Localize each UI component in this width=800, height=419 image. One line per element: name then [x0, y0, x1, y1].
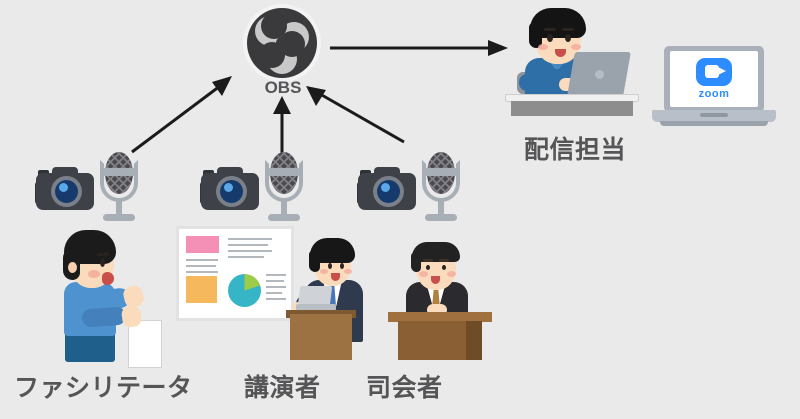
capture-set-center — [199, 152, 309, 230]
presentation-board-icon — [176, 226, 294, 321]
microphone-icon — [420, 152, 462, 224]
camera-icon — [356, 165, 418, 211]
zoom-laptop-node[interactable]: zoom — [652, 46, 776, 136]
zoom-wordmark: zoom — [698, 88, 730, 100]
arrow-facilitator-to-obs — [128, 72, 238, 156]
speaker-laptop-icon — [297, 286, 333, 306]
microphone-icon — [263, 152, 305, 224]
streamer-figure[interactable] — [505, 6, 645, 121]
obs-label: OBS — [264, 78, 302, 97]
arrow-mc-to-obs — [300, 82, 410, 146]
pie-chart-icon — [228, 274, 261, 307]
obs-node[interactable]: OBS — [238, 4, 328, 104]
facilitator-label: ファシリテータ — [14, 374, 193, 402]
obs-logo-icon — [247, 8, 317, 78]
arrow-speaker-to-obs — [270, 96, 294, 156]
speaker-figure[interactable] — [286, 236, 386, 360]
capture-set-right — [356, 152, 466, 230]
speaker-label: 講演者 — [244, 374, 321, 402]
camera-icon — [199, 165, 261, 211]
capture-set-left — [34, 152, 144, 230]
camera-icon — [34, 165, 96, 211]
mc-figure[interactable] — [388, 240, 492, 360]
streamer-label: 配信担当 — [524, 136, 627, 164]
podium — [290, 314, 352, 360]
streamer-desk — [511, 101, 633, 116]
facilitator-board-icon — [128, 320, 162, 368]
arrow-obs-to-streamer — [330, 38, 512, 58]
facilitator-figure[interactable] — [48, 228, 168, 368]
microphone-icon — [98, 152, 140, 224]
mc-label: 司会者 — [366, 374, 443, 402]
